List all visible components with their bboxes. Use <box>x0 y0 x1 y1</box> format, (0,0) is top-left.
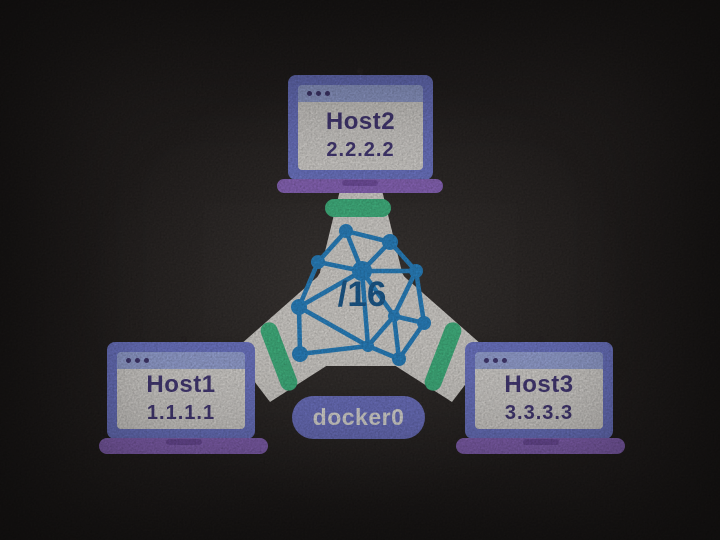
laptop-notch <box>342 180 378 186</box>
mesh-node <box>417 316 431 330</box>
window-dot-icon <box>484 358 489 363</box>
window-titlebar <box>475 352 603 369</box>
camera-dot-icon <box>356 68 364 75</box>
mesh-node <box>311 255 325 269</box>
host3-screen-frame: Host3 3.3.3.3 <box>465 342 613 439</box>
laptop-notch <box>522 439 559 445</box>
host1-name: Host1 <box>146 371 216 398</box>
host1-screen-frame: Host1 1.1.1.1 <box>107 342 255 439</box>
host1-screen-content: Host1 1.1.1.1 <box>117 369 245 429</box>
host2-screen-content: Host2 2.2.2.2 <box>298 102 423 170</box>
host3-laptop-base <box>456 438 625 454</box>
window-dot-icon <box>135 358 140 363</box>
host2-window: Host2 2.2.2.2 <box>298 85 423 170</box>
window-dot-icon <box>316 91 321 96</box>
window-titlebar <box>117 352 245 369</box>
mesh-node <box>339 224 353 238</box>
window-dot-icon <box>126 358 131 363</box>
window-dot-icon <box>144 358 149 363</box>
mesh-node <box>392 352 406 366</box>
window-titlebar <box>298 85 423 102</box>
connector-bar-top <box>325 199 391 217</box>
host1-ip: 1.1.1.1 <box>146 402 216 424</box>
host3-ip: 3.3.3.3 <box>504 402 574 424</box>
host2-laptop-base <box>277 179 443 193</box>
mesh-node <box>362 340 374 352</box>
mesh-node <box>382 234 398 250</box>
host2-screen-frame: Host2 2.2.2.2 <box>288 75 433 180</box>
mesh-node <box>291 299 307 315</box>
window-dot-icon <box>493 358 498 363</box>
window-dot-icon <box>325 91 330 96</box>
host3-name: Host3 <box>504 371 574 398</box>
host3-window: Host3 3.3.3.3 <box>475 352 603 429</box>
cidr-label: /16 <box>337 275 387 314</box>
host2-laptop: Host2 2.2.2.2 <box>277 65 443 195</box>
host1-laptop-base <box>99 438 268 454</box>
host1-laptop: Host1 1.1.1.1 <box>99 332 268 458</box>
host2-name: Host2 <box>325 108 396 135</box>
host1-window: Host1 1.1.1.1 <box>117 352 245 429</box>
window-dot-icon <box>307 91 312 96</box>
docker0-pill: docker0 <box>292 396 425 439</box>
mesh-edge <box>413 268 427 326</box>
host2-ip: 2.2.2.2 <box>326 139 395 161</box>
laptop-notch <box>165 439 202 445</box>
window-dot-icon <box>502 358 507 363</box>
host3-laptop: Host3 3.3.3.3 <box>456 332 625 458</box>
mesh-node <box>292 346 308 362</box>
mesh-node <box>409 264 423 278</box>
host3-screen-content: Host3 3.3.3.3 <box>475 369 603 429</box>
mesh-edge <box>297 343 371 357</box>
